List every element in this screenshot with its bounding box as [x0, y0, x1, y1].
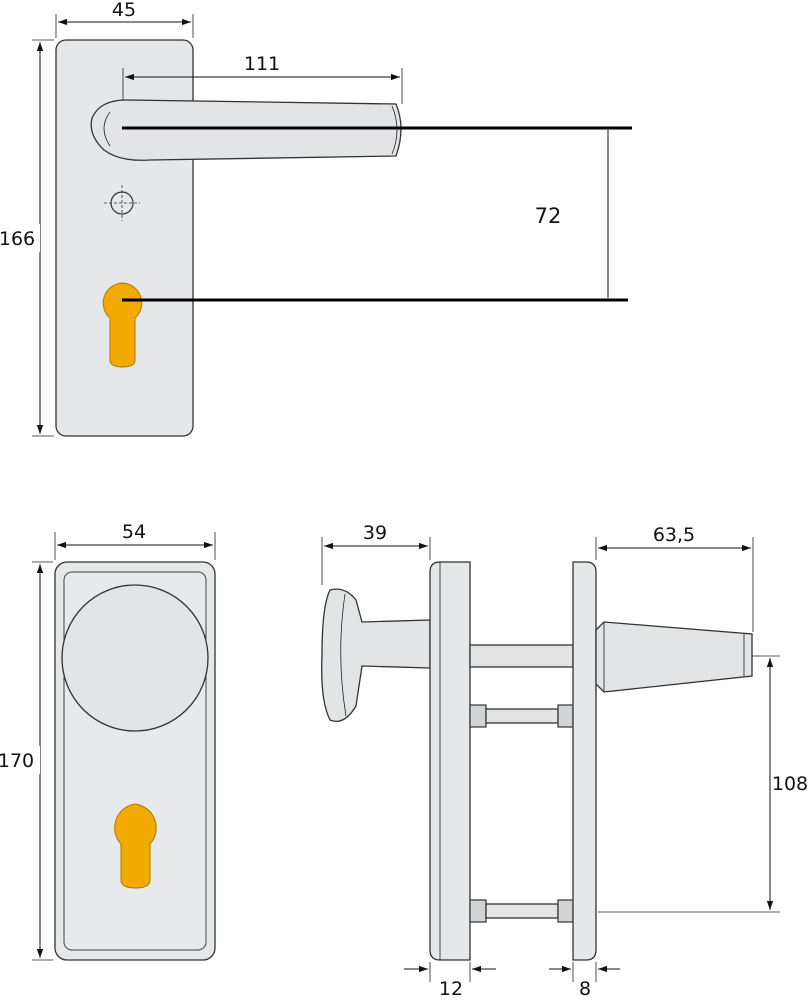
side-view: 39 63,5 108 12 8	[321, 522, 809, 1000]
knob-plate-front-view: 54 170	[0, 521, 216, 961]
dim-170-label: 170	[0, 750, 34, 772]
cylinder-keyhole-icon-2	[114, 803, 157, 889]
lever-handle	[90, 99, 402, 161]
lever-side-plate	[572, 561, 597, 961]
dim-72-label: 72	[535, 204, 562, 228]
crosshair-screw-icon	[104, 185, 140, 221]
screw-lower	[469, 899, 574, 923]
dim-166-label: 166	[0, 228, 35, 250]
dim-39-label: 39	[363, 522, 387, 544]
dim-108-label: 108	[772, 773, 808, 795]
knob-side	[321, 588, 431, 723]
dim-63-5-label: 63,5	[653, 524, 695, 546]
lever-plate-front-view: 72 45 111 166	[0, 0, 632, 437]
spindle	[469, 644, 574, 668]
dim-54-label: 54	[122, 521, 146, 543]
dim-8-label: 8	[579, 978, 591, 1000]
knob-circle	[61, 584, 209, 732]
dim-45-label: 45	[112, 0, 136, 21]
knob-side-plate	[429, 561, 471, 961]
dim-111-label: 111	[244, 53, 280, 75]
screw-upper	[469, 704, 574, 728]
lever-side	[595, 621, 753, 693]
dim-12-label: 12	[439, 978, 463, 1000]
